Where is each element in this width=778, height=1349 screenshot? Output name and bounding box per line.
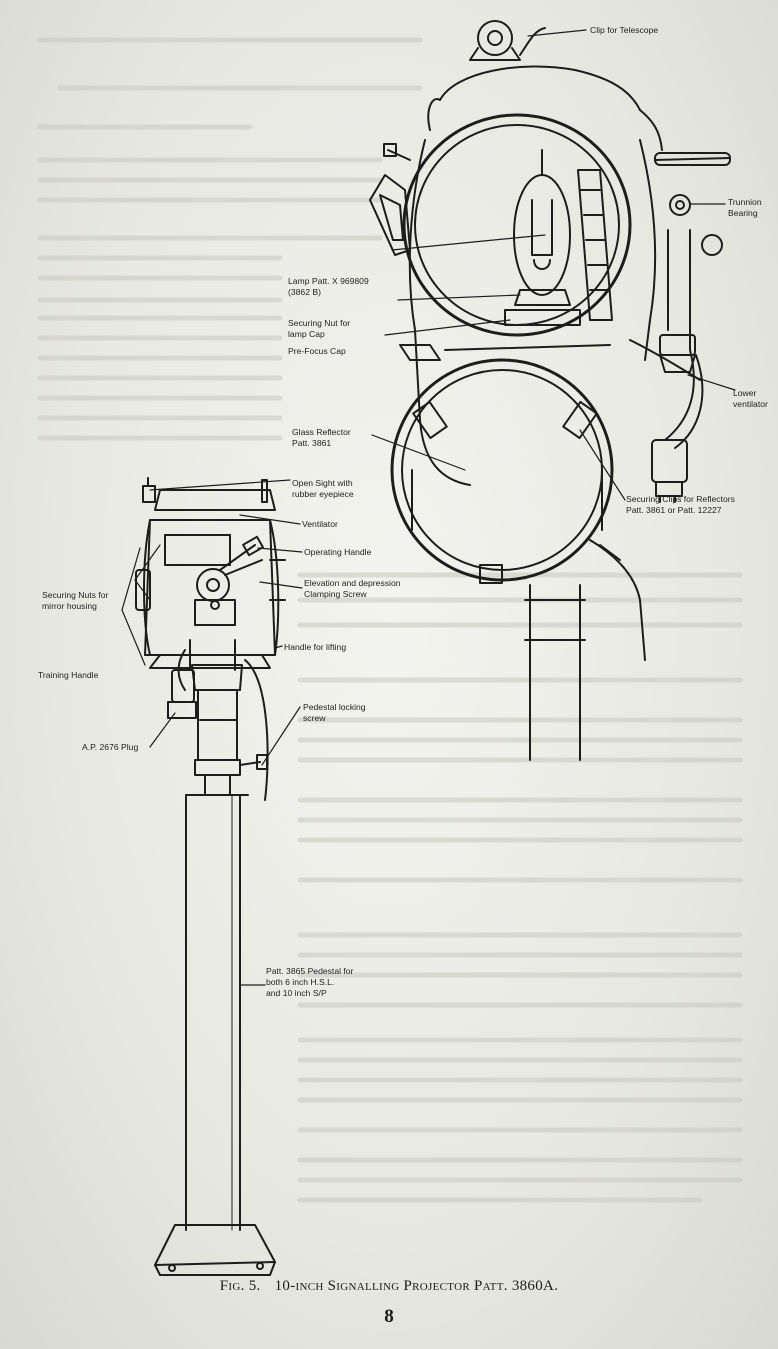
label-pedestal-locking-screw: screw: [303, 713, 326, 723]
small-projector: [135, 477, 286, 671]
label-open-sight-eyepiece: rubber eyepiece: [292, 489, 354, 499]
label-mirror-housing: mirror housing: [42, 601, 97, 611]
label-lamp-code: (3862 B): [288, 287, 321, 297]
label-clamping-screw: Clamping Screw: [304, 589, 367, 599]
label-securing-clips: Securing Clips for Reflectors: [626, 494, 735, 504]
large-projector-housing: [369, 20, 731, 503]
page-number: 8: [384, 1306, 394, 1327]
figure-title: 10-inch Signalling Projector Patt. 3860A…: [274, 1278, 559, 1294]
bleed-through-text: [37, 37, 743, 1203]
label-pedestal-locking: Pedestal locking: [303, 702, 366, 712]
label-securing-nut-lamp-cap: lamp Cap: [288, 329, 325, 339]
label-securing-nuts-for: Securing Nuts for: [42, 590, 109, 600]
leader-lines: [121, 29, 736, 986]
label-ap-plug: A.P. 2676 Plug: [82, 742, 139, 752]
small-pedestal: [154, 664, 276, 1276]
label-trunnion: Trunnion: [728, 197, 762, 207]
label-open-sight: Open Sight with: [292, 478, 353, 488]
figure-caption: Fig. 5. 10-inch Signalling Projector Patt…: [0, 1278, 778, 1295]
label-trunnion-bearing: Bearing: [728, 208, 758, 218]
label-securing-nut: Securing Nut for: [288, 318, 351, 328]
label-handle-for-lifting: Handle for lifting: [284, 642, 347, 652]
glass-reflector-ring: [390, 358, 614, 584]
large-pedestal: [524, 539, 646, 761]
label-lower-ventilator: ventilator: [733, 399, 768, 409]
label-securing-clips-patt: Patt. 3861 or Patt. 12227: [626, 505, 722, 515]
label-lower: Lower: [733, 388, 757, 398]
cable-and-plug: [167, 649, 269, 801]
label-pedestal-sp: and 10 inch S/P: [266, 988, 327, 998]
label-pedestal-hsl: both 6 inch H.S.L.: [266, 977, 335, 987]
label-pre-focus-cap: Pre-Focus Cap: [288, 346, 346, 356]
label-glass-reflector: Glass Reflector: [292, 427, 351, 437]
figure-number: Fig. 5.: [219, 1278, 261, 1294]
label-elevation-depression: Elevation and depression: [304, 578, 401, 588]
label-clip-for-telescope: Clip for Telescope: [590, 25, 659, 35]
label-lamp-patt: Lamp Patt. X 969809: [288, 276, 369, 286]
label-training-handle: Training Handle: [38, 670, 99, 680]
label-glass-reflector-patt: Patt. 3861: [292, 438, 332, 448]
label-pedestal-patt: Patt. 3865 Pedestal for: [266, 966, 354, 976]
label-operating-handle: Operating Handle: [304, 547, 372, 557]
label-ventilator: Ventilator: [302, 519, 338, 529]
